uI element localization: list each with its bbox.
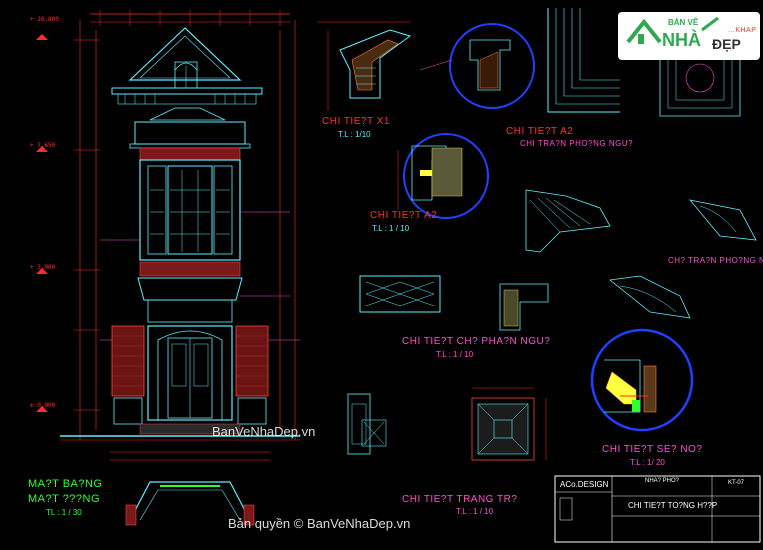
sheet-number: KT-07 [728,480,745,486]
watermark-logo [618,12,760,60]
elevation-scale: TL : 1 / 30 [46,508,82,517]
level-mid2: + 3.900 [30,264,56,271]
cornice-detail [547,8,741,117]
level-zero: ± 0.000 [30,402,56,409]
trang-tri-title: CHI TIE?T TRANG TR? [402,494,518,505]
project-name: NHA? PHO? [645,478,680,484]
a2-subtitle: CHI TRA?N PHO?NG NGU? [520,139,634,148]
title-block-frame [554,475,761,543]
x1-scale: T.L : 1/10 [338,130,371,139]
brand-dep: ĐẸP [712,36,741,52]
ceiling-scale: T.L : 1 / 10 [436,350,474,359]
level-mid1: + 7.650 [30,142,56,149]
detail-x1 [318,21,535,110]
khap-label: ...KHAP [728,27,757,34]
sheet-title: CHI TIE?T TO?NG H??P [628,501,718,510]
elevation-title-2: MA?T ???NG [28,493,101,505]
ceiling-right-label: CH? TRA?N PHO?NG NGU? [668,256,763,265]
company-name: ACo.DESIGN [560,480,609,489]
watermark-mid: BanVeNhaDep.vn [212,424,316,439]
seno-title: CHI TIE?T SE? NO? [602,444,703,455]
watermark-bottom: Bản quyền © BanVeNhaDep.vn [228,516,411,531]
ornament-detail [347,387,547,461]
front-elevation [36,10,300,441]
plan-view [110,451,270,526]
seno-detail [590,328,694,432]
trang-tri-scale: T.L : 1 / 10 [456,507,494,516]
brand-nha: NHÀ [662,30,701,50]
a2b-scale: T.L : 1 / 10 [372,224,410,233]
detail-a2 [397,133,489,219]
brand-line1: BẢN VẼ [668,18,699,27]
x1-title: CHI TIE?T X1 [322,116,390,127]
level-top: + 10.800 [30,16,59,23]
bedroom-ceiling-detail [359,275,549,331]
a2-title: CHI TIE?T A2 [506,126,574,137]
seno-scale: T.L : 1/ 20 [630,458,665,467]
ceiling-title: CHI TIE?T CH? PHA?N NGU? [402,336,551,347]
elevation-title-1: MA?T BA?NG [28,478,103,490]
ceiling-profiles [525,189,757,319]
a2b-title: CHI TIE?T A2 [370,210,438,221]
